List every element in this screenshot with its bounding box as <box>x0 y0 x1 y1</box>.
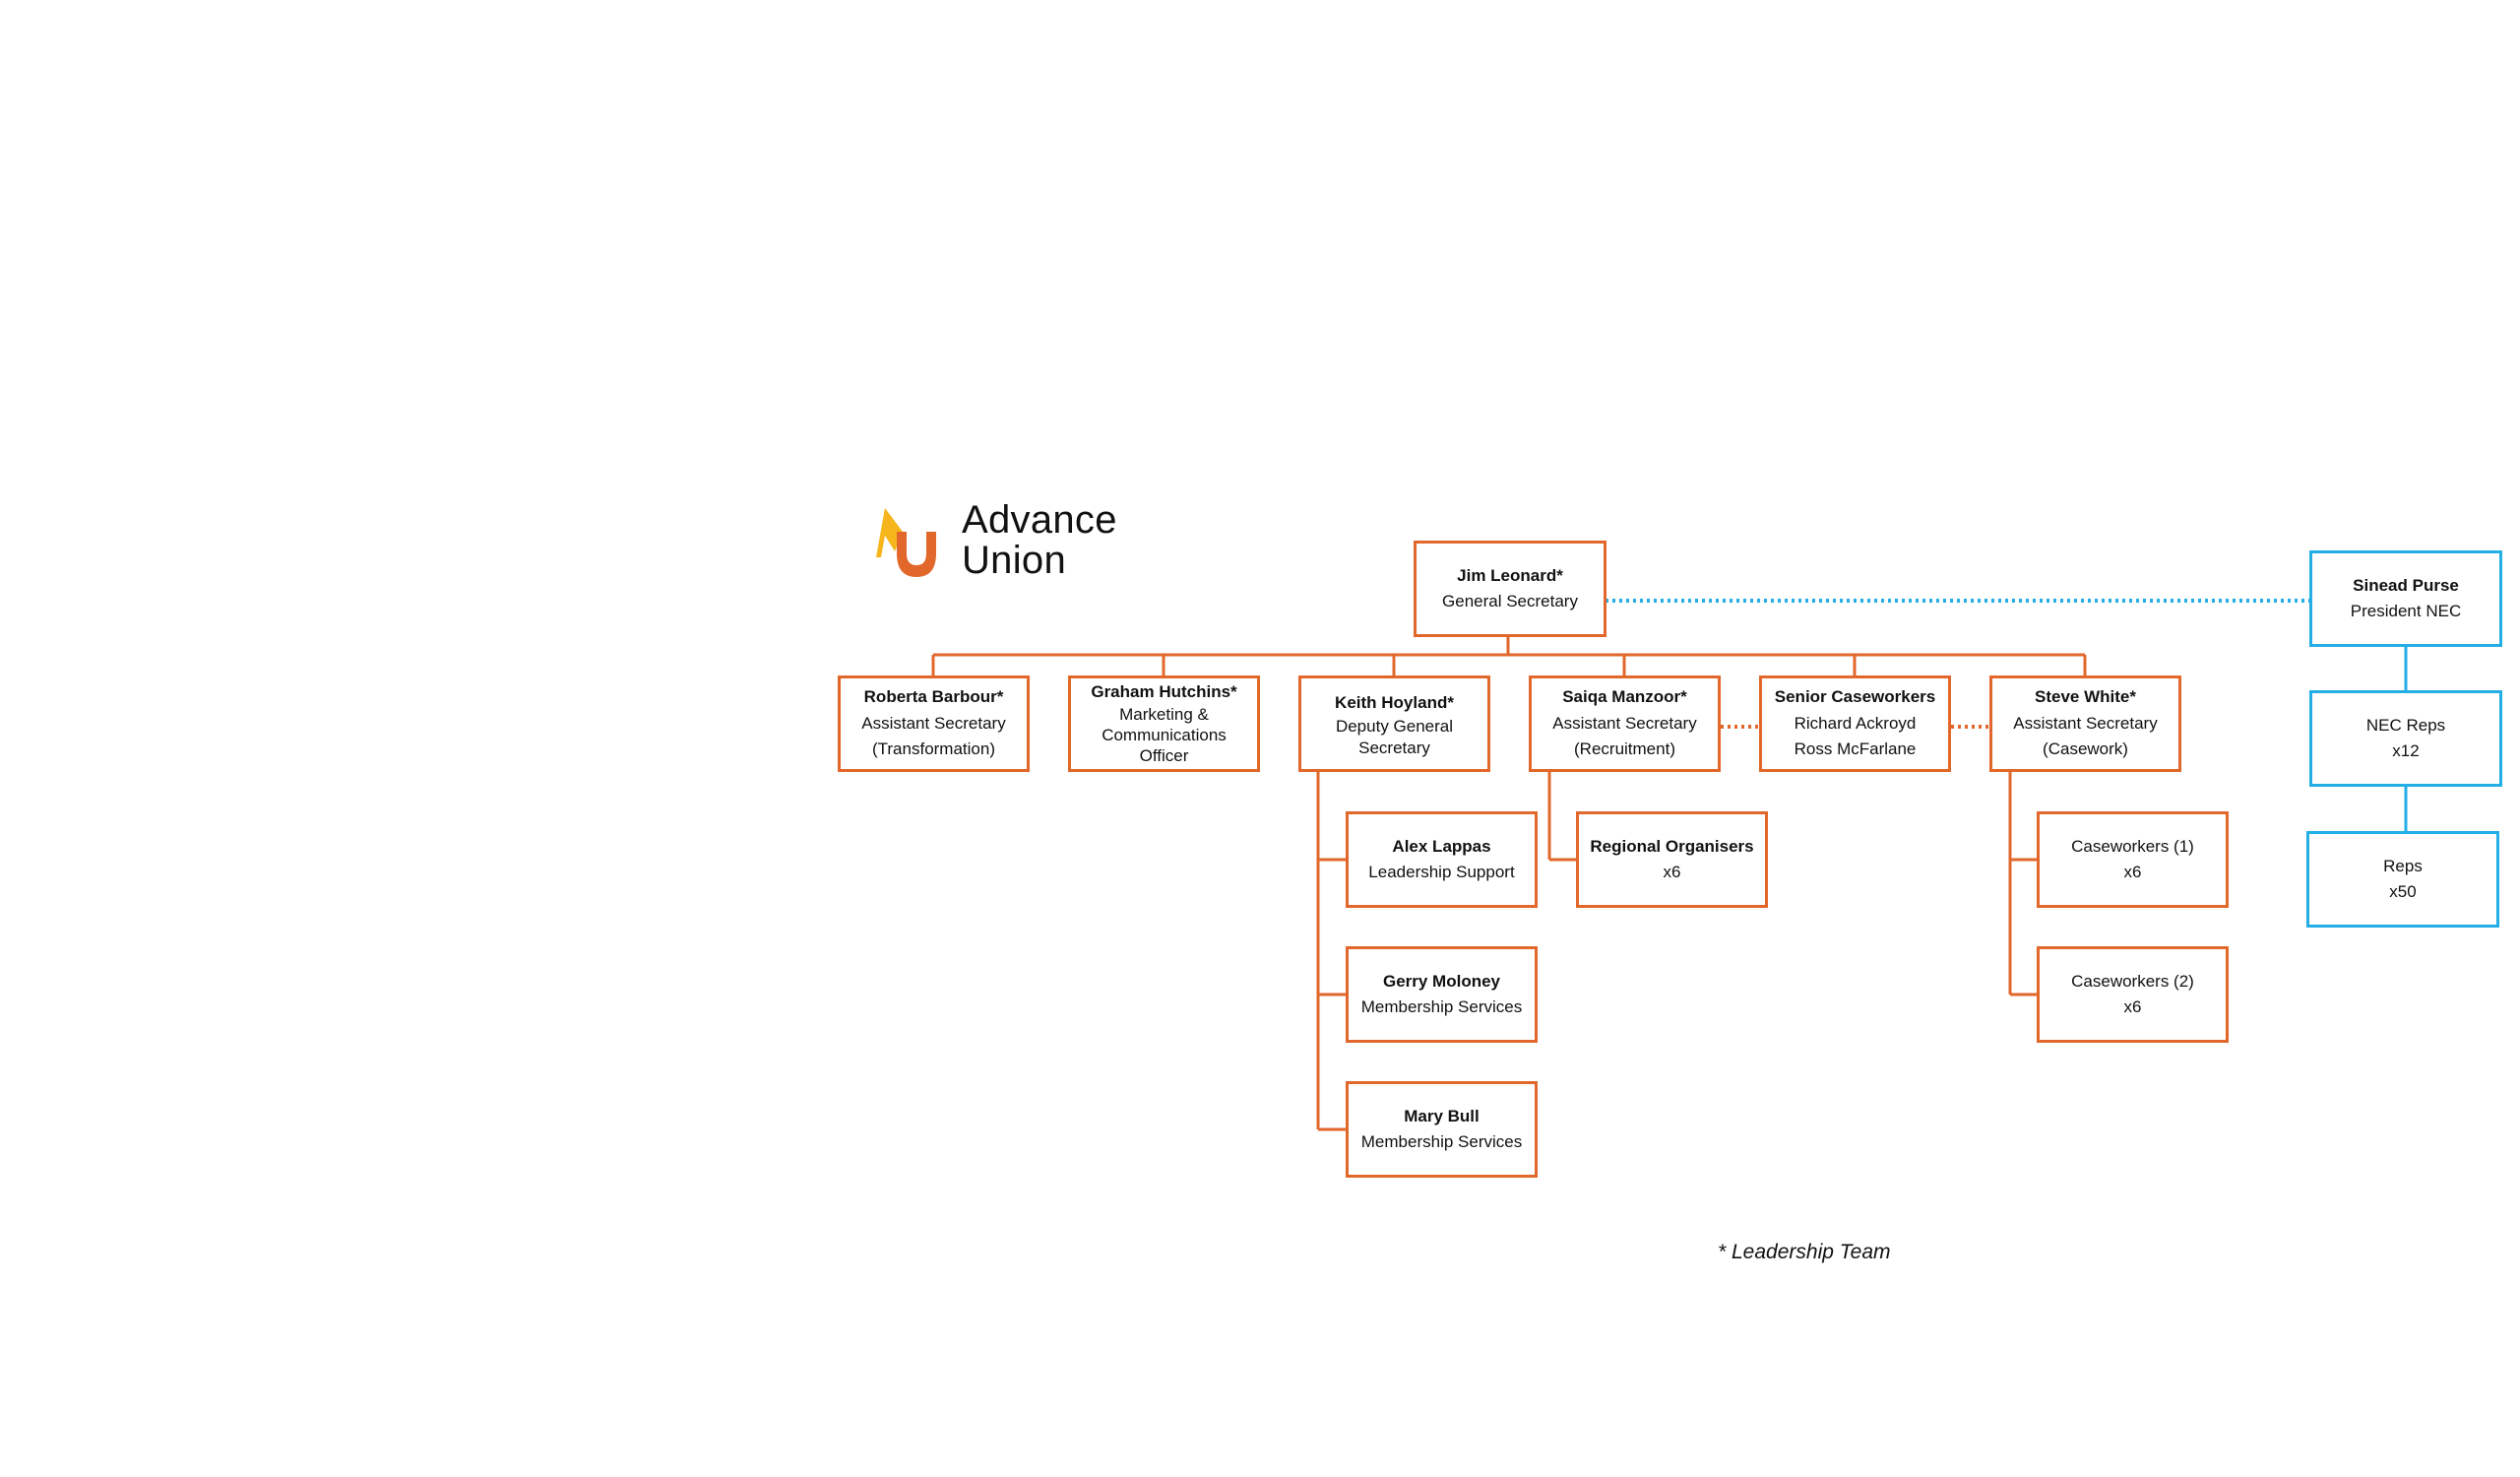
node-role-line: Secretary <box>1358 738 1430 757</box>
node-name: Sinead Purse <box>2353 575 2459 595</box>
node-saiqa-manzoor: Saiqa Manzoor* Assistant Secretary (Recr… <box>1529 675 1721 772</box>
node-caseworkers-2: Caseworkers (2) x6 <box>2037 946 2229 1043</box>
node-name: Graham Hutchins* <box>1091 681 1237 701</box>
node-name: Mary Bull <box>1404 1106 1480 1125</box>
node-name: Gerry Moloney <box>1382 971 1501 991</box>
node-role: Membership Services <box>1360 997 1523 1016</box>
node-nec-reps: NEC Reps x12 <box>2309 690 2502 787</box>
node-role-line: (Transformation) <box>871 739 995 759</box>
node-role-line: Ross McFarlane <box>1794 739 1917 759</box>
node-name: NEC Reps <box>2365 715 2446 735</box>
node-name: Reps <box>2383 856 2423 875</box>
node-role: x6 <box>2123 863 2142 881</box>
node-name: Alex Lappas <box>1392 836 1491 856</box>
node-senior-caseworkers: Senior Caseworkers Richard Ackroyd Ross … <box>1759 675 1951 772</box>
node-role-line: Officer <box>1139 746 1189 766</box>
node-role-line: Assistant Secretary <box>1552 713 1697 733</box>
node-name: Caseworkers (2) <box>2071 971 2194 991</box>
node-role-line: (Recruitment) <box>1574 739 1675 759</box>
node-graham-hutchins: Graham Hutchins* Marketing & Communicati… <box>1068 675 1260 772</box>
node-role-line: Richard Ackroyd <box>1794 713 1917 733</box>
brand-logo: Advance Union <box>871 500 1157 589</box>
node-roberta-barbour: Roberta Barbour* Assistant Secretary (Tr… <box>838 675 1030 772</box>
node-role: x6 <box>1663 863 1681 881</box>
node-role: Leadership Support <box>1368 863 1515 881</box>
node-name: Saiqa Manzoor* <box>1562 687 1687 707</box>
node-steve-white: Steve White* Assistant Secretary (Casewo… <box>1989 675 2181 772</box>
node-keith-hoyland: Keith Hoyland* Deputy General Secretary <box>1298 675 1490 772</box>
node-name: Regional Organisers <box>1590 836 1754 856</box>
advance-union-logo-icon <box>876 508 936 577</box>
node-role-line: Marketing & <box>1119 704 1209 724</box>
node-role: General Secretary <box>1442 592 1578 610</box>
node-mary-bull: Mary Bull Membership Services <box>1346 1081 1538 1178</box>
node-name: Senior Caseworkers <box>1774 687 1936 707</box>
node-reps: Reps x50 <box>2306 831 2499 928</box>
node-name: Caseworkers (1) <box>2071 836 2194 856</box>
node-role-line: Assistant Secretary <box>2013 713 2158 733</box>
node-role-line: Assistant Secretary <box>861 713 1006 733</box>
node-role: x6 <box>2123 997 2142 1016</box>
leadership-footnote: * Leadership Team <box>1718 1241 1891 1263</box>
node-name: Roberta Barbour* <box>863 687 1004 707</box>
node-sinead-purse: Sinead Purse President NEC <box>2309 550 2502 647</box>
node-name: Jim Leonard* <box>1457 565 1563 585</box>
node-role: President NEC <box>2350 602 2462 620</box>
node-general-secretary: Jim Leonard* General Secretary <box>1414 541 1606 637</box>
brand-line-1: Advance <box>962 498 1117 542</box>
node-role-line: Deputy General <box>1335 717 1454 737</box>
brand-wordmark: Advance Union <box>962 500 1117 581</box>
node-role: x50 <box>2389 882 2417 901</box>
node-role-line: (Casework) <box>2043 739 2128 759</box>
node-role: x12 <box>2392 741 2420 760</box>
node-role-line: Communications <box>1102 725 1227 744</box>
node-name: Steve White* <box>2035 687 2136 707</box>
node-regional-organisers: Regional Organisers x6 <box>1576 811 1768 908</box>
node-gerry-moloney: Gerry Moloney Membership Services <box>1346 946 1538 1043</box>
node-alex-lappas: Alex Lappas Leadership Support <box>1346 811 1538 908</box>
node-caseworkers-1: Caseworkers (1) x6 <box>2037 811 2229 908</box>
node-name: Keith Hoyland* <box>1335 693 1454 713</box>
brand-line-2: Union <box>962 539 1067 582</box>
node-role: Membership Services <box>1360 1132 1523 1151</box>
